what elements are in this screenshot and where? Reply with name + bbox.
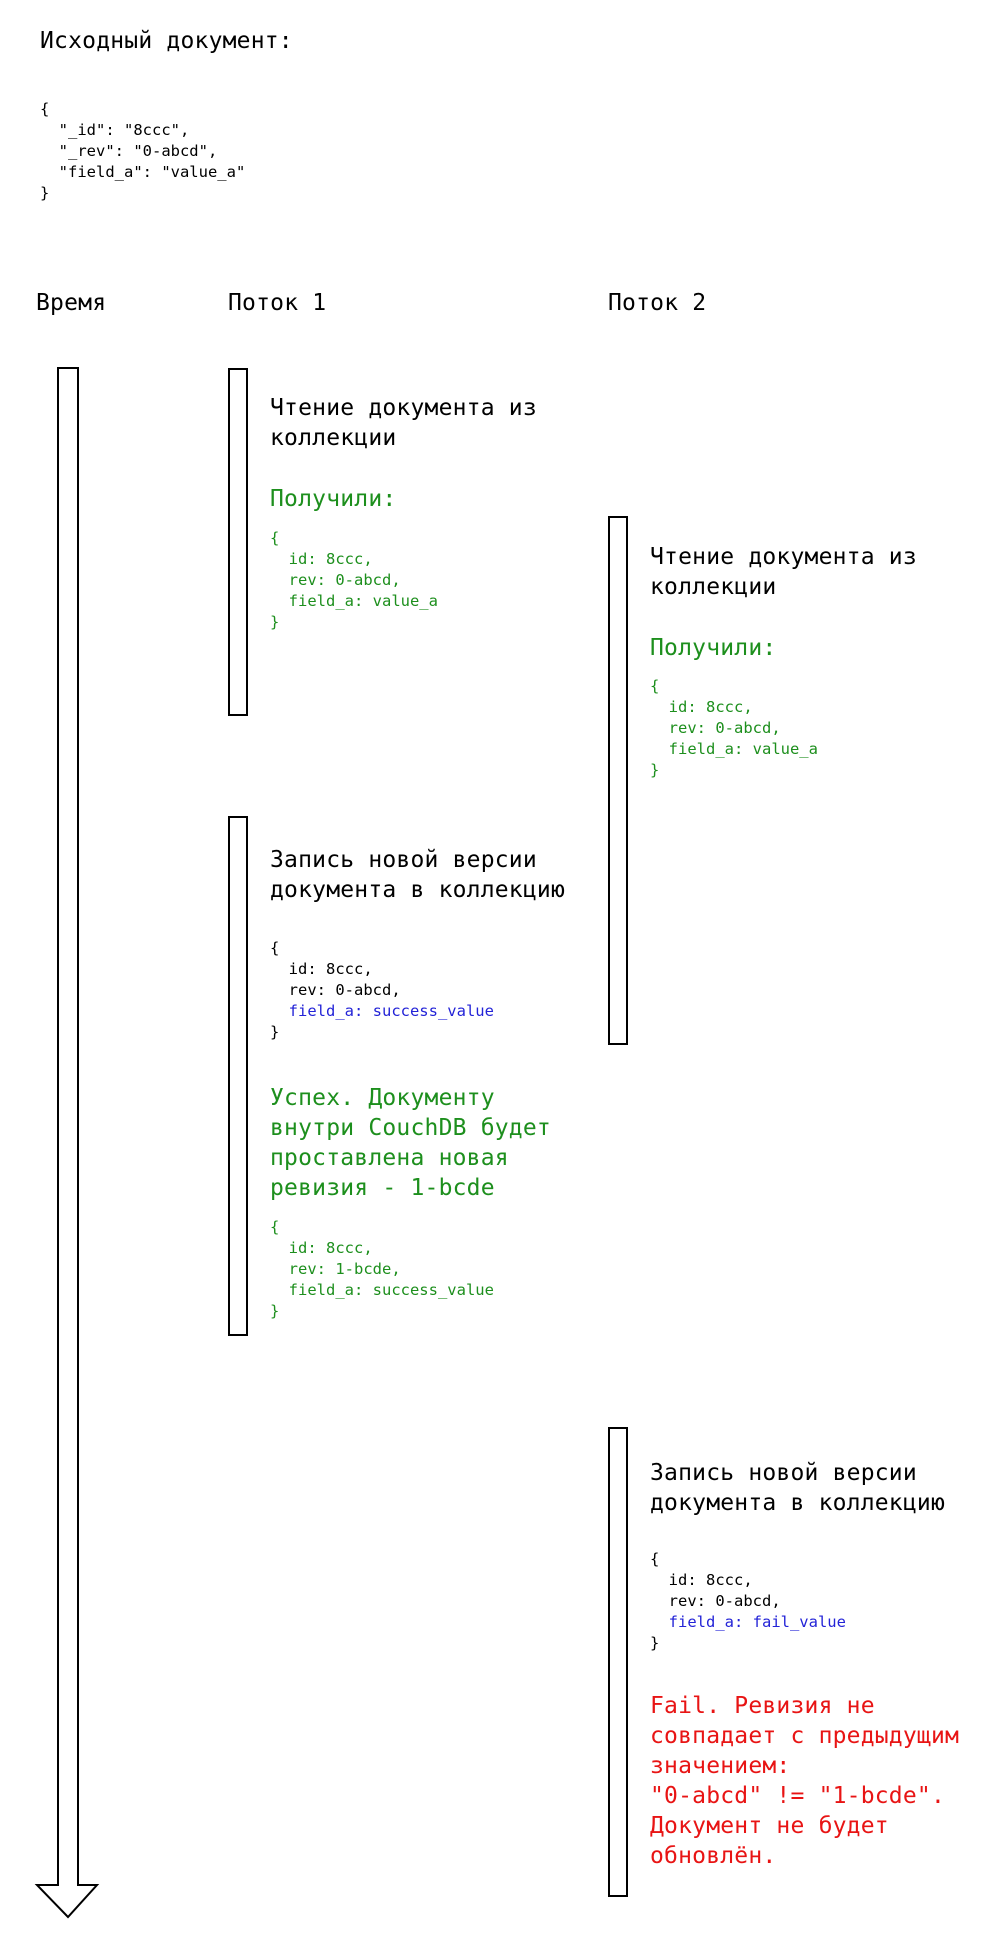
- thread1-write-code-suffix: }: [270, 1023, 280, 1041]
- thread1-write-outcome: Успех. Документу внутри CouchDB будет пр…: [270, 1085, 551, 1201]
- thread2-write-code-suffix: }: [650, 1634, 660, 1652]
- activation-bar-thread2-read: [608, 516, 628, 1045]
- column-header-thread1: Поток 1: [228, 290, 327, 316]
- column-header-thread2: Поток 2: [608, 290, 707, 316]
- activation-bar-thread1-read: [228, 368, 248, 716]
- thread2-write-code-prefix: { id: 8ccc, rev: 0-abcd,: [650, 1550, 781, 1610]
- activation-bar-thread1-write: [228, 816, 248, 1336]
- time-arrow-shape: [34, 367, 100, 1919]
- thread2-read-result-label: Получили:: [650, 635, 777, 661]
- thread2-read-action: Чтение документа из коллекции: [650, 544, 917, 600]
- column-header-time: Время: [36, 290, 107, 316]
- source-doc-title: Исходный документ:: [40, 28, 293, 54]
- thread1-read-result-code: { id: 8ccc, rev: 0-abcd, field_a: value_…: [270, 529, 438, 631]
- thread1-write-outcome-code: { id: 8ccc, rev: 1-bcde, field_a: succes…: [270, 1218, 494, 1320]
- thread2-write-action: Запись новой версии документа в коллекци…: [650, 1460, 945, 1516]
- thread1-write-action: Запись новой версии документа в коллекци…: [270, 847, 565, 903]
- thread2-write-request-code: { id: 8ccc, rev: 0-abcd, field_a: fail_v…: [650, 1549, 846, 1654]
- thread1-read-action: Чтение документа из коллекции: [270, 395, 537, 451]
- thread1-write-code-prefix: { id: 8ccc, rev: 0-abcd,: [270, 939, 401, 999]
- thread1-read-result-label: Получили:: [270, 486, 397, 512]
- source-doc-code: { "_id": "8ccc", "_rev": "0-abcd", "fiel…: [40, 100, 246, 202]
- thread2-read-result-code: { id: 8ccc, rev: 0-abcd, field_a: value_…: [650, 677, 818, 779]
- thread2-write-code-field-line: field_a: fail_value: [650, 1613, 846, 1631]
- thread1-write-request-code: { id: 8ccc, rev: 0-abcd, field_a: succes…: [270, 938, 494, 1043]
- thread1-write-code-field-line: field_a: success_value: [270, 1002, 494, 1020]
- time-arrow-icon: [34, 367, 100, 1919]
- thread2-write-outcome: Fail. Ревизия не совпадает с предыдущим …: [650, 1693, 960, 1869]
- activation-bar-thread2-write: [608, 1427, 628, 1897]
